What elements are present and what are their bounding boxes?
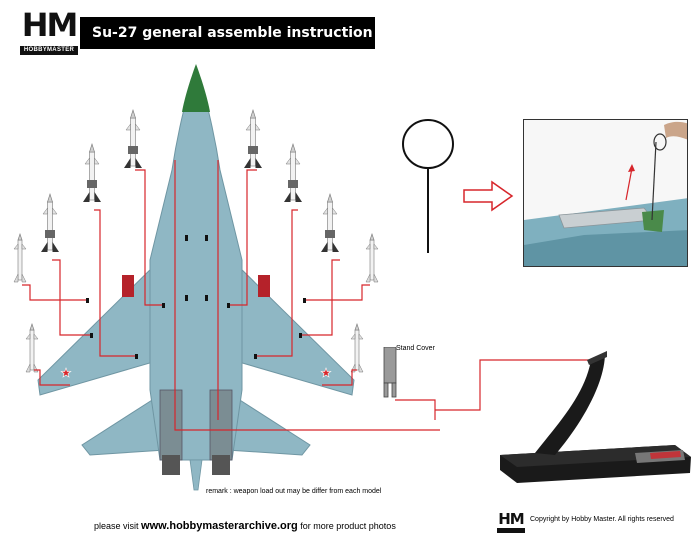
remark-text: remark : weapon load out may be differ f… [206, 488, 382, 495]
footer-logo-text: HM [498, 510, 524, 528]
missile-right-3 [283, 143, 303, 203]
right-engine [209, 389, 233, 461]
missile-right-1 [365, 233, 379, 283]
missile-right-5 [350, 323, 364, 373]
logo-subtext: HOBBYMASTER [20, 46, 78, 55]
visit-suffix: for more product photos [300, 521, 396, 531]
missile-left-2 [40, 193, 60, 253]
footer-logo: HM [497, 510, 525, 533]
visit-prefix: please visit [94, 521, 139, 531]
nose-cone [182, 64, 210, 112]
attachment-guides [22, 160, 440, 431]
missile-left-1 [13, 233, 27, 283]
left-wing [37, 258, 161, 396]
missile-left-3 [82, 143, 102, 203]
inset-photo [523, 119, 688, 267]
logo-text: HM [21, 6, 79, 44]
arrow-right-icon [463, 180, 514, 212]
visit-url-link[interactable]: www.hobbymasterarchive.org [141, 520, 298, 532]
display-stand-icon [500, 351, 691, 483]
missile-right-2 [320, 193, 340, 253]
footer-logo-bar [497, 528, 525, 533]
aircraft-diagram [13, 64, 440, 491]
visit-line: please visit www.hobbymasterarchive.org … [94, 520, 396, 532]
title-bar: Su-27 general assemble instruction [80, 17, 375, 49]
stand-cover-icon [383, 347, 397, 398]
missile-left-5 [25, 323, 39, 373]
copyright-text: Copyright by Hobby Master. All rights re… [530, 516, 674, 523]
pin-tool-icon [402, 119, 454, 253]
stand-cover-label: Stand Cover [396, 345, 435, 352]
missile-left-4 [123, 109, 143, 169]
left-engine [159, 389, 183, 461]
missile-right-4 [243, 109, 263, 169]
right-wing [231, 258, 355, 396]
page-title: Su-27 general assemble instruction [92, 25, 373, 41]
stand-connector-lines [395, 359, 595, 420]
hobbymaster-logo: HM HOBBYMASTER [20, 6, 78, 55]
